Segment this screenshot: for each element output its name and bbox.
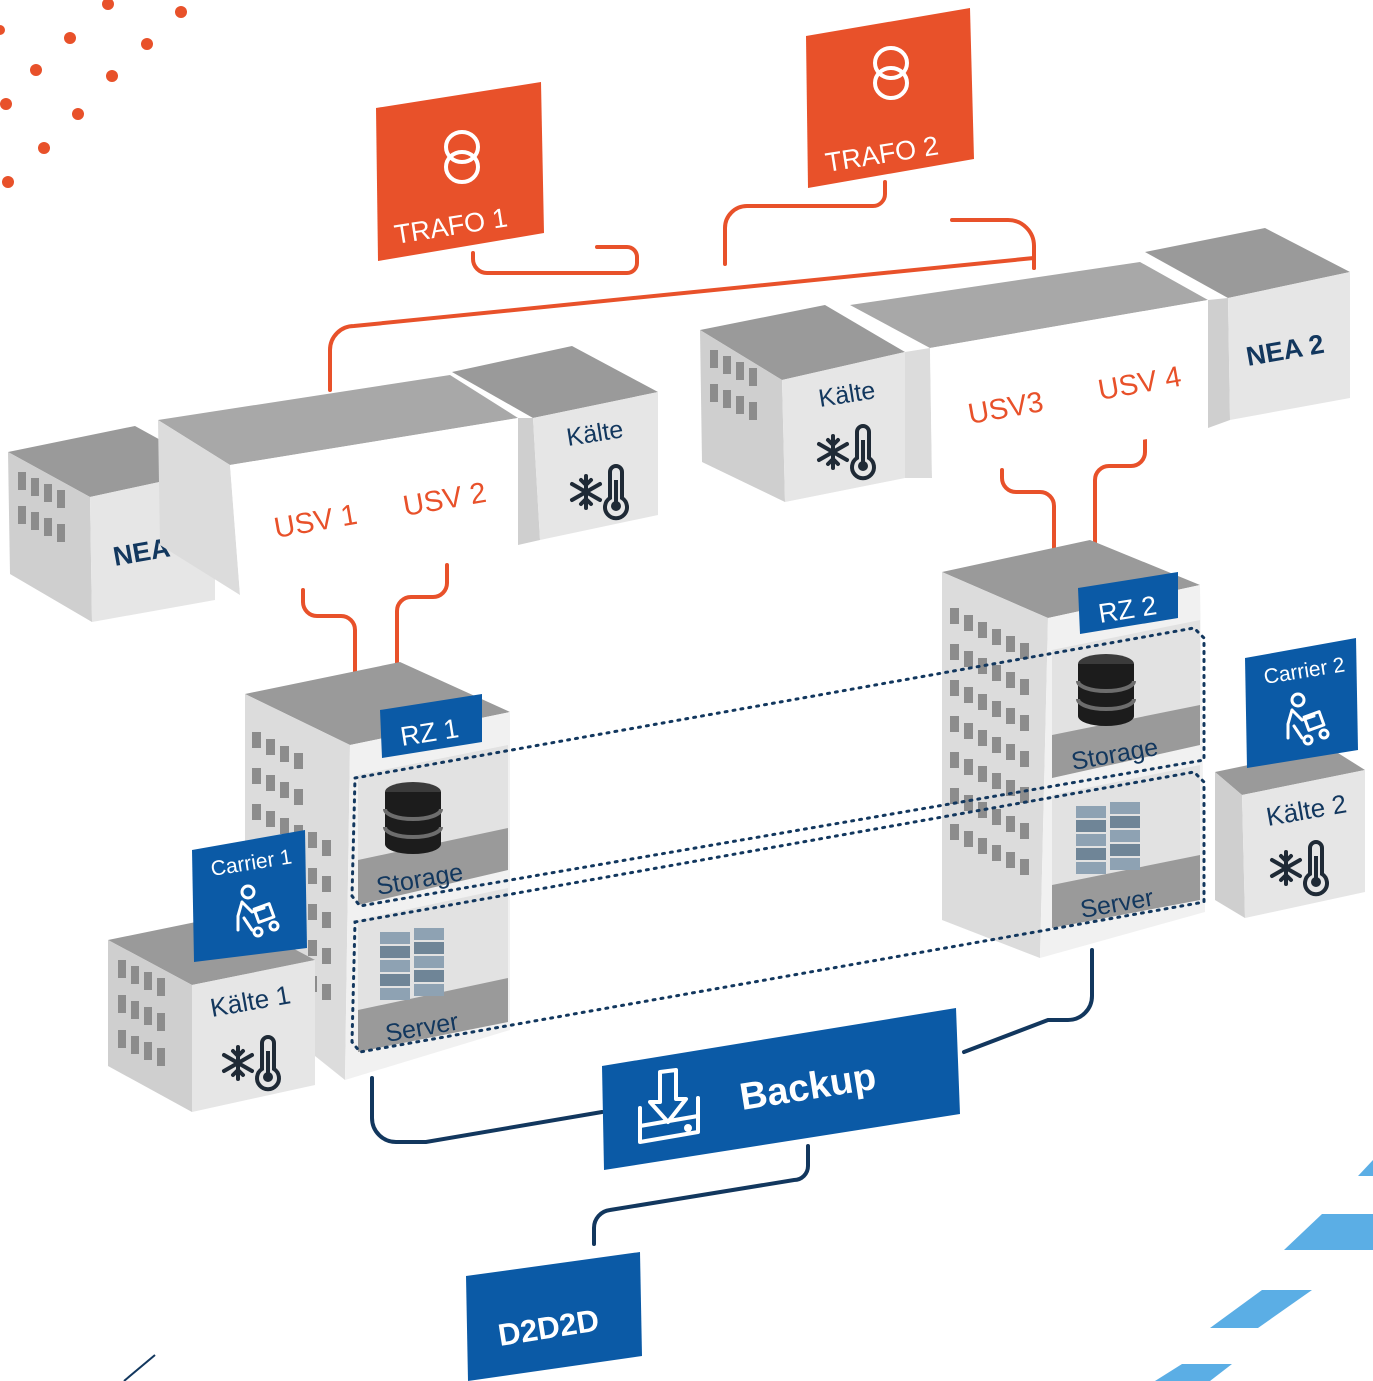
backup-lines bbox=[370, 948, 1094, 1246]
trafo-2-box[interactable]: TRAFO 2 bbox=[806, 8, 974, 188]
usv-left-building: USV 1 USV 2 bbox=[158, 375, 518, 595]
kaelte-2-building: Kälte 2 bbox=[1215, 748, 1365, 918]
database-icon bbox=[383, 780, 443, 856]
kaelte-left-building: Kälte bbox=[452, 346, 658, 545]
carrier-2-tag[interactable]: Carrier 2 bbox=[1245, 638, 1358, 768]
backup-box[interactable]: Backup bbox=[602, 1008, 960, 1170]
replication-dotted-frames bbox=[350, 626, 1206, 1054]
kaelte-right-building: Kälte bbox=[700, 305, 905, 502]
decorative-dots bbox=[0, 0, 187, 188]
rz-2-building: Storage Server bbox=[942, 540, 1205, 958]
decorative-line bbox=[123, 1354, 156, 1381]
database-icon bbox=[1076, 652, 1136, 728]
usv-right-building: USV3 USV 4 bbox=[850, 262, 1208, 478]
rz-2-tag[interactable]: RZ 2 bbox=[1078, 572, 1178, 634]
transformer-icon bbox=[873, 46, 909, 100]
power-lines bbox=[301, 180, 1147, 700]
trafo-1-box[interactable]: TRAFO 1 bbox=[376, 82, 544, 261]
nea-2-building: NEA 2 bbox=[1145, 228, 1350, 428]
rz-1-building: Storage Server bbox=[245, 662, 510, 1080]
decorative-stripes bbox=[1155, 1160, 1373, 1381]
download-tray-icon bbox=[638, 1068, 700, 1144]
carrier-1-tag[interactable]: Carrier 1 bbox=[192, 830, 307, 962]
transformer-icon bbox=[444, 130, 480, 184]
d2d2d-box[interactable]: D2D2D bbox=[466, 1252, 642, 1381]
rz-1-tag[interactable]: RZ 1 bbox=[380, 694, 482, 758]
